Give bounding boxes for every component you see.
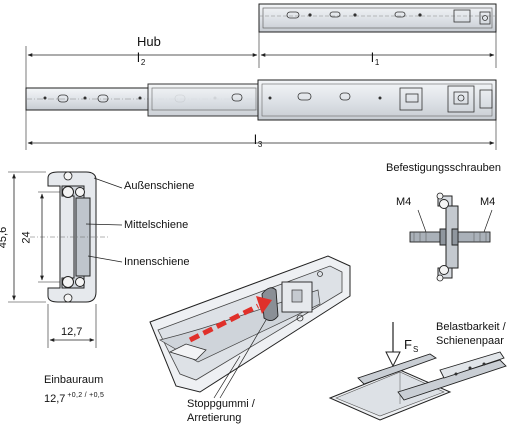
- height-total-label: 45,6: [0, 226, 10, 249]
- middle-rail-label: Mittelschiene: [124, 219, 189, 231]
- m4-right-label: M4: [480, 196, 496, 208]
- load-capacity-label-line2: Schienenpaar: [436, 335, 504, 347]
- stop-rubber-label-line1: Stoppgummi /: [187, 398, 255, 410]
- stop-rubber-view: [149, 255, 351, 399]
- l3-label: l3: [254, 132, 263, 149]
- closed-slide: [258, 3, 497, 33]
- fixing-screws-label: Befestigungsschrauben: [386, 162, 501, 174]
- m4-left-label: M4: [396, 196, 412, 208]
- height-inner-label: 24: [20, 231, 33, 244]
- outer-rail-label: Außenschiene: [124, 180, 195, 192]
- einbauraum-value: 12,7+0,2 / +0,5: [44, 392, 105, 405]
- load-capacity-view: [328, 322, 507, 421]
- width-label: 12,7: [61, 326, 83, 338]
- extended-slide: [25, 79, 497, 121]
- hub-label: Hub: [137, 34, 161, 49]
- load-capacity-label-line1: Belastbarkeit /: [436, 321, 506, 333]
- einbauraum-label: Einbauraum: [44, 374, 104, 386]
- stop-rubber-label-line2: Arretierung: [187, 412, 242, 424]
- inner-rail-label: Innenschiene: [124, 256, 190, 268]
- fixing-screws-section: [409, 192, 491, 282]
- force-label: FS: [404, 337, 419, 354]
- l1-label: l1: [371, 50, 380, 67]
- cross-section: [30, 171, 108, 303]
- l2-label: l2: [137, 50, 146, 67]
